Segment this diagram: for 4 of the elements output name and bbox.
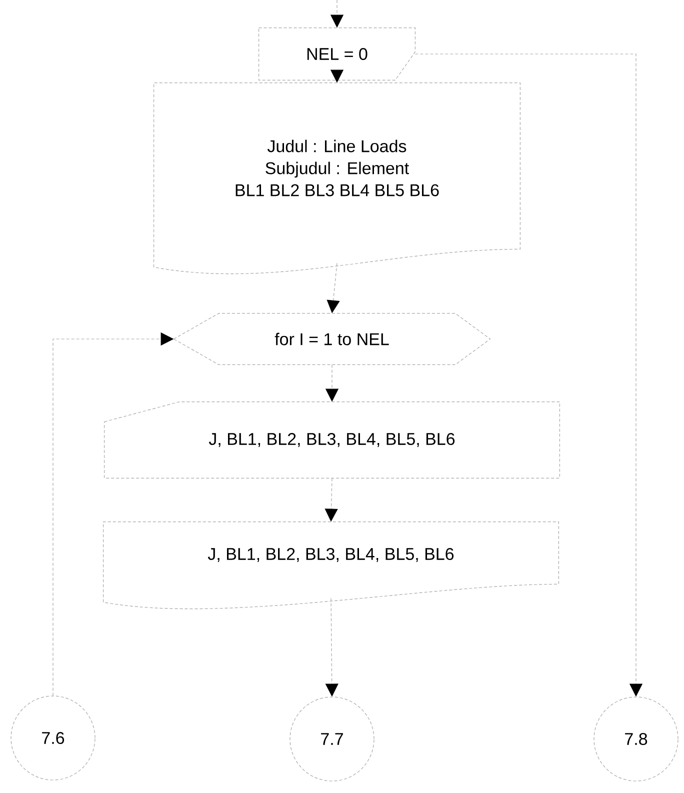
document-shape: J, BL1, BL2, BL3, BL4, BL5, BL6 (103, 522, 559, 609)
input-box: J, BL1, BL2, BL3, BL4, BL5, BL6 (104, 402, 560, 478)
document-shape: Judul : Line Loads Subjudul : Element BL1 BL2 BL3 BL4 BL5 BL6 (154, 82, 520, 274)
process-box: NEL = 0 (258, 28, 416, 80)
